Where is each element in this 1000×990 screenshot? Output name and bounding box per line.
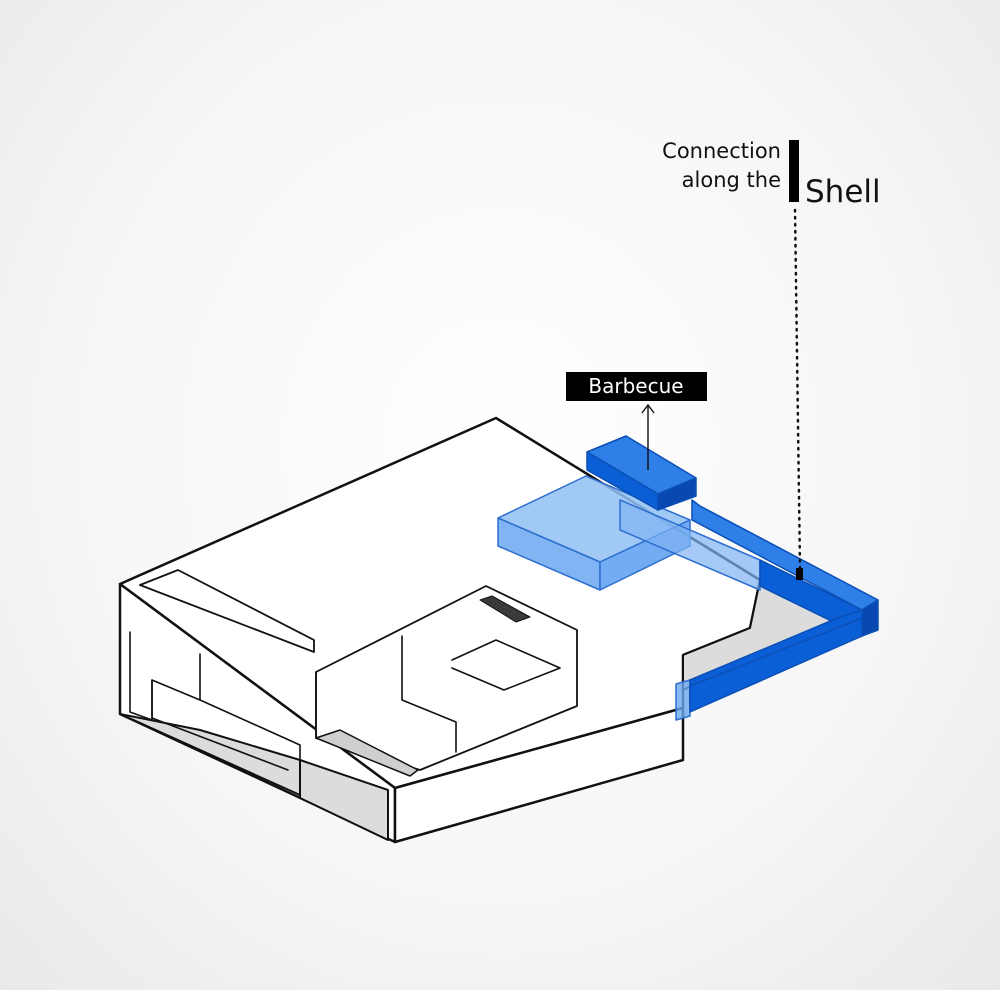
right-front-wall (393, 706, 685, 844)
left-wall-opening-b (151, 679, 289, 771)
shell-bbq-block-side (657, 477, 697, 511)
dotted-leader (793, 208, 802, 570)
annotation-line-1: Connection (662, 139, 781, 163)
courtyard-floor-shadow (315, 729, 419, 777)
shell-translucent-wall (619, 499, 761, 591)
shell-translucent-post (675, 679, 691, 721)
annotation-bar (789, 140, 799, 202)
left-wall-step (199, 699, 301, 796)
barbecue-arrow-head (641, 403, 655, 414)
barbecue-tag (566, 372, 707, 401)
inner-wall-b (451, 639, 561, 691)
courtyard-top-shadow (479, 595, 531, 623)
shell-band-front-face (689, 617, 863, 713)
barbecue-annotation: Barbecue (566, 372, 707, 470)
inner-wall-a (401, 635, 457, 753)
annotation-line-2: along the (682, 168, 781, 192)
skylight-slot (139, 569, 315, 653)
annotation-emphasis: Shell (805, 174, 881, 210)
shell-band (586, 435, 879, 713)
leader-marker (796, 568, 803, 580)
barbecue-label: Barbecue (588, 374, 683, 398)
connection-annotation: Connection along the Shell (662, 139, 881, 580)
building-mass (118, 416, 841, 844)
barbecue-platform (497, 475, 761, 721)
